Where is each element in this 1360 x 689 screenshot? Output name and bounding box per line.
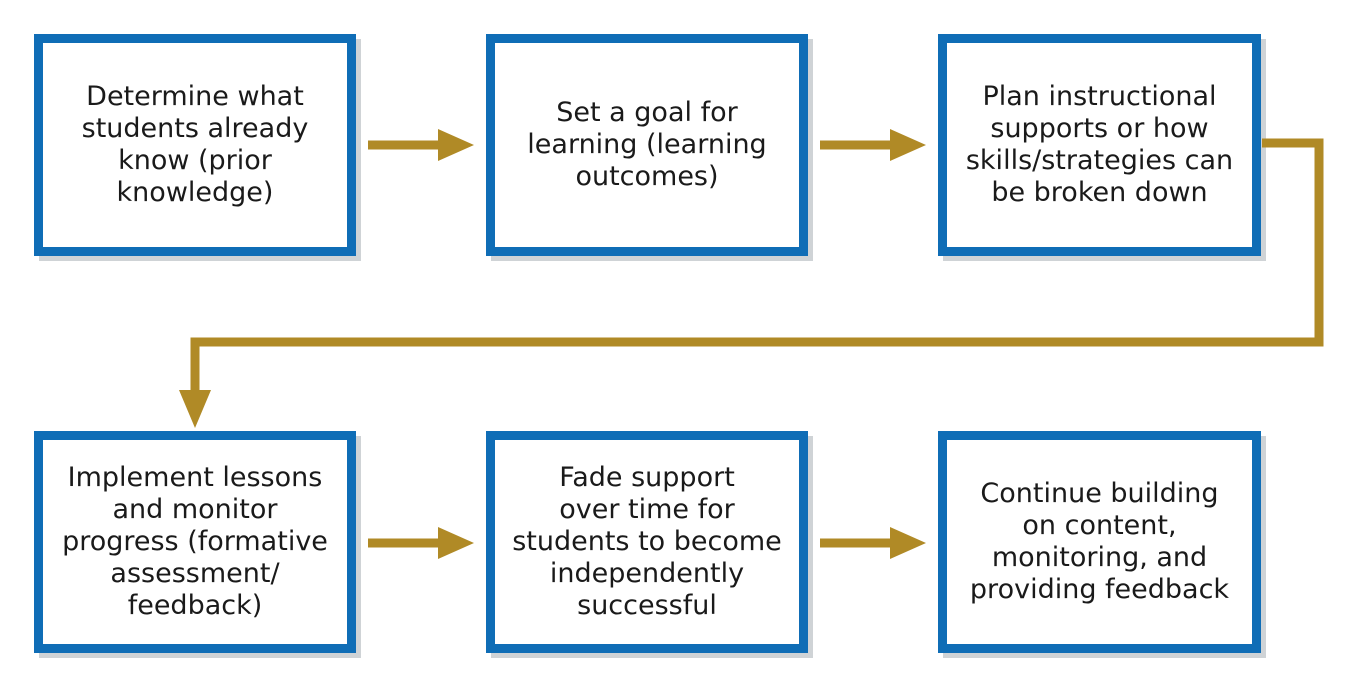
step-5-box: Fade support over time for students to b… [486,431,808,653]
arrow-step-4-to-step-5 [368,527,474,559]
step-6-box: Continue building on content, monitoring… [938,431,1261,653]
step-1-text: Determine what students already know (pr… [81,81,309,208]
step-3-box: Plan instructional supports or how skill… [938,34,1261,256]
step-6-text: Continue building on content, monitoring… [969,478,1230,605]
step-5-text: Fade support over time for students to b… [512,462,782,621]
step-2-box: Set a goal for learning (learning outcom… [486,34,808,256]
arrow-step-3-to-step-4 [179,138,1324,428]
step-2-text: Set a goal for learning (learning outcom… [527,97,767,192]
arrow-step-2-to-step-3 [820,129,926,161]
step-3-text: Plan instructional supports or how skill… [965,81,1234,208]
arrow-step-5-to-step-6 [820,527,926,559]
step-4-text: Implement lessons and monitor progress (… [62,462,328,621]
step-1-box: Determine what students already know (pr… [34,34,356,256]
step-4-box: Implement lessons and monitor progress (… [34,431,356,653]
arrow-step-1-to-step-2 [368,129,474,161]
